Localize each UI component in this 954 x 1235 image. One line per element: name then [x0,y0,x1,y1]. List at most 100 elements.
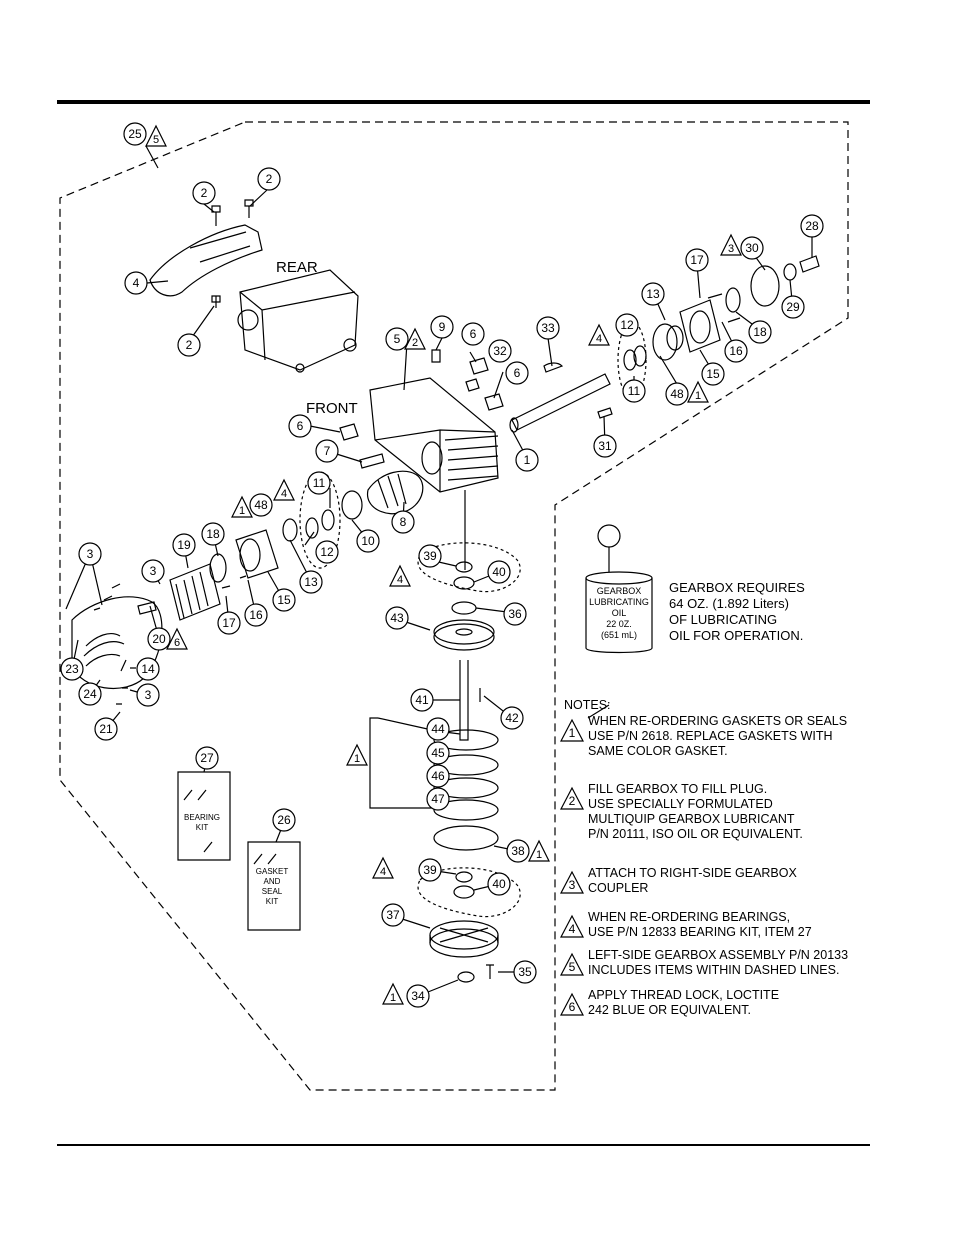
fan [169,563,221,621]
callout-11: 11 [628,384,641,398]
callout-41: 41 [415,693,429,707]
callout-2: 2 [201,186,208,200]
bearing-group-lower [417,542,521,593]
grease-fitting [211,199,254,308]
output-gear [433,623,495,651]
top-rule [57,100,870,104]
bearing-kit-bag [177,771,231,861]
callout-circle [307,471,331,495]
callout-circle [488,339,512,363]
callout-circle [748,320,772,344]
triangle-1: 1 [536,849,542,861]
front-housing [369,377,499,493]
callout-circle [418,858,442,882]
gk-line: KIT [266,897,279,906]
callout-46: 46 [431,769,445,783]
callout-circle [217,611,241,635]
callout-48: 48 [670,387,684,401]
callout-circle [500,706,524,730]
callout-circle [615,313,639,337]
callout-circle [94,717,118,741]
callout-40: 40 [492,565,506,579]
triangle-5: 5 [153,134,159,146]
callout-circle [641,282,665,306]
callout-17: 17 [690,253,704,267]
callout-circle [123,122,147,146]
callout-circle [244,603,268,627]
callout-25: 25 [128,127,142,141]
note-6-number: 6 [568,1000,576,1014]
worm-gear [367,470,424,515]
note-triangle [145,124,167,147]
can-line: (651 mL) [601,630,637,640]
callout-44: 44 [431,722,445,736]
callout-6: 6 [297,419,304,433]
callout-circle [272,808,296,832]
callout-43: 43 [390,611,404,625]
note-1-triangle: 1 [560,718,584,742]
callout-13: 13 [646,287,660,301]
callout-1: 1 [524,453,531,467]
output-shaft [459,660,469,741]
callout-14: 14 [141,662,155,676]
callout-circle [136,683,160,707]
callout-18: 18 [206,527,220,541]
front-label: FRONT [306,400,358,417]
callout-circle [410,688,434,712]
callout-circle [426,717,450,741]
callout-circle [201,522,225,546]
can-line: OIL [612,608,627,618]
note-triangle [720,233,742,256]
callout-12: 12 [320,545,334,559]
callout-circle [299,570,323,594]
bottom-rule [57,1144,870,1146]
triangle-4: 4 [380,866,386,878]
note-triangle [166,627,188,650]
callout-27: 27 [200,751,214,765]
bk-line: KIT [196,823,209,832]
callout-36: 36 [508,607,522,621]
triangle-6: 6 [174,637,180,649]
callout-circle [503,602,527,626]
note-6-triangle: 6 [560,992,584,1016]
callout-38: 38 [511,844,525,858]
callout-circle [356,529,380,553]
input-shaft [511,373,611,431]
note-triangle [588,323,610,346]
triangle-1: 1 [239,505,245,517]
callout-3: 3 [150,564,157,578]
callout-circle [487,872,511,896]
callout-circle [781,295,805,319]
callout-42: 42 [505,711,519,725]
note-triangle [231,495,253,518]
note-3-triangle: 3 [560,870,584,894]
callout-circle [385,327,409,351]
callout-11: 11 [313,476,326,490]
callout-circle [381,903,405,927]
rear-label: REAR [276,259,318,276]
callout-20: 20 [152,632,166,646]
callout-circle [272,588,296,612]
gk-line: SEAL [262,887,283,896]
callout-6: 6 [470,327,477,341]
callout-8: 8 [400,515,407,529]
callout-5: 5 [394,332,401,346]
triangle-4: 4 [596,333,602,345]
callout-30: 30 [745,241,759,255]
callout-circle [249,493,273,517]
callout-circle [800,214,824,238]
callout-40: 40 [492,877,506,891]
callout-33: 33 [541,321,555,335]
note-3-number: 3 [568,878,576,892]
callout-15: 15 [706,367,720,381]
triangle-4: 4 [397,574,403,586]
note-triangle [404,327,426,350]
note-5-triangle: 5 [560,952,584,976]
callout-3: 3 [87,547,94,561]
note-triangle [687,380,709,403]
callout-circle [141,559,165,583]
callout-circle [515,448,539,472]
callout-2: 2 [186,338,193,352]
callout-circle [701,362,725,386]
